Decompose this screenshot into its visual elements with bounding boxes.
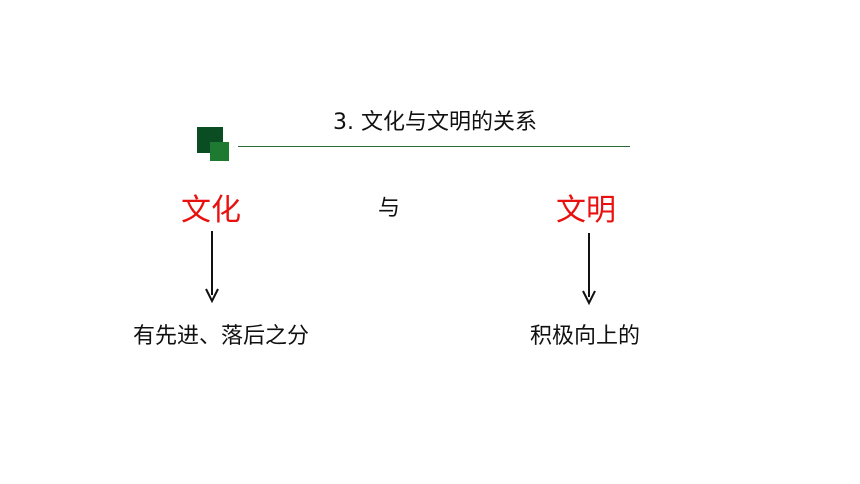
slide-title: 3. 文化与文明的关系: [333, 110, 537, 135]
term-culture: 文化: [181, 193, 241, 228]
term-civilization: 文明: [556, 193, 616, 228]
civilization-description: 积极向上的: [530, 324, 641, 349]
connector-text: 与: [378, 196, 401, 221]
green-square-light-icon: [210, 142, 229, 161]
arrow-down-icon: [205, 231, 219, 303]
title-divider: [238, 146, 630, 147]
arrow-down-icon: [582, 233, 596, 305]
culture-description: 有先进、落后之分: [133, 324, 310, 349]
